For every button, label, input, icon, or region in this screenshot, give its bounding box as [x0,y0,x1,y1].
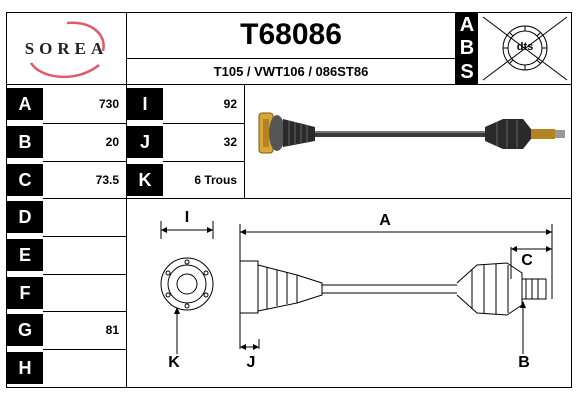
cross-references: T105 / VWT106 / 086ST86 [213,64,369,79]
brand-name: SOREA [24,39,109,58]
spec-value-a: 730 [98,97,119,111]
technical-drawing: I A C K J B [127,199,572,388]
spec-label-k: K [127,164,163,196]
abs-ring-crossed-icon: dts [478,13,572,84]
divider [127,198,572,199]
spec-label-b: B [7,126,43,158]
brand-logo: SOREA [7,13,126,84]
spec-label-e: E [7,239,43,271]
dim-label-i: I [184,209,190,226]
spec-value-h [43,352,126,384]
dim-label-c: C [521,252,533,269]
divider [43,274,126,275]
spec-value-e [43,239,126,271]
dim-label-k: K [168,354,180,371]
spec-label-j: J [127,126,163,158]
divider [7,84,572,85]
divider [163,161,244,162]
spec-value-c: 73.5 [95,173,119,187]
stamp-text: dts [516,41,534,53]
abs-letter-s: S [456,60,478,84]
divider [43,198,126,199]
spec-value-d [43,201,126,233]
divider [43,236,126,237]
spec-label-c: C [7,164,43,196]
divider [163,123,244,124]
brand-swoosh [29,21,105,78]
spec-label-a: A [7,88,43,120]
spec-value-j: 32 [223,135,237,149]
spec-value-g: 81 [105,323,119,337]
divider [43,123,126,124]
spec-value-b: 20 [105,135,119,149]
divider [43,311,126,312]
outer-frame [6,12,572,388]
dim-label-a: A [379,212,391,229]
spec-label-g: G [7,314,43,346]
divider [455,13,456,84]
dim-label-j: J [246,354,256,371]
part-number: T68086 [240,18,342,51]
spec-label-d: D [7,201,43,233]
divider [43,161,126,162]
divider [43,349,126,350]
dim-label-b: B [518,354,530,371]
divider [244,84,245,199]
spec-value-k: 6 Trous [194,173,237,187]
spec-label-h: H [7,352,43,384]
abs-letter-a: A [456,13,478,36]
drawing-lines [160,221,553,354]
abs-letter-b: B [456,36,478,60]
spec-value-f [43,277,126,309]
specs-table: A 730 B 20 C 73.5 D E F G 81 H [7,85,126,388]
spec-value-i: 92 [223,97,237,111]
driveshaft-photo [245,85,572,198]
spec-label-f: F [7,277,43,309]
spec-label-i: I [127,88,163,120]
divider [126,13,127,84]
divider [126,84,127,388]
divider [127,58,455,59]
